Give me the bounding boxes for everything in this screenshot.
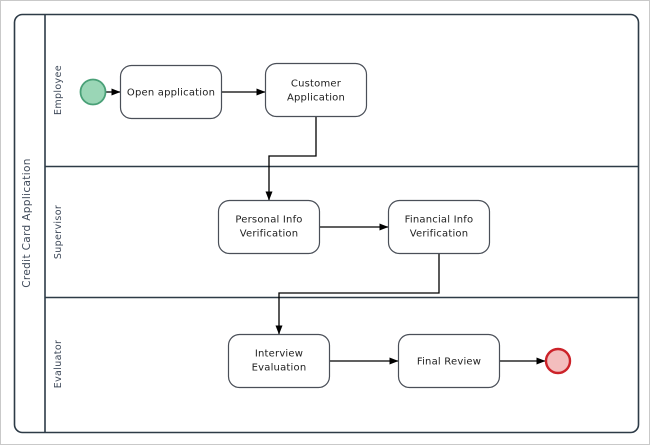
lane-evaluator[interactable]: Evaluator [53, 340, 64, 389]
task-financial-info-verification-label-line-2: Verification [410, 229, 469, 240]
task-customer-application[interactable]: Customer Application [264, 62, 368, 118]
task-final-review[interactable]: Final Review [397, 333, 501, 389]
task-final-review-label-line-1: Final Review [417, 357, 481, 368]
flow-customer-to-personal[interactable] [265, 116, 317, 201]
flow-financial-to-interview[interactable] [275, 253, 440, 335]
task-personal-info-verification-box[interactable] [217, 199, 321, 255]
task-customer-application-label-line-2: Application [287, 93, 345, 104]
task-final-review-box[interactable] [397, 333, 501, 389]
lane-employee[interactable]: Employee [53, 65, 64, 115]
task-open-application-label-line-1: Open application [127, 88, 215, 99]
lane-label-supervisor: Supervisor [53, 205, 64, 259]
task-interview-evaluation[interactable]: Interview Evaluation [227, 333, 331, 389]
sequence-flows [105, 88, 546, 365]
task-customer-application-label-line-1: Customer [291, 79, 342, 90]
pool-label: Credit Card Application [21, 158, 33, 288]
task-interview-evaluation-label-line-2: Evaluation [252, 363, 307, 374]
start-event[interactable] [79, 78, 107, 106]
task-customer-application-box[interactable] [264, 62, 368, 118]
task-personal-info-verification-label-line-1: Personal Info [235, 215, 302, 226]
task-personal-info-verification-label-line-2: Verification [240, 229, 299, 240]
lane-dividers [45, 165, 638, 299]
end-event[interactable] [544, 347, 572, 375]
lane-supervisor[interactable]: Supervisor [53, 205, 64, 259]
task-financial-info-verification[interactable]: Financial Info Verification [387, 199, 491, 255]
start-event-circle[interactable] [79, 78, 107, 106]
task-open-application[interactable]: Open application [119, 64, 223, 120]
end-event-circle[interactable] [544, 347, 572, 375]
task-financial-info-verification-box[interactable] [387, 199, 491, 255]
task-open-application-box[interactable] [119, 64, 223, 120]
task-interview-evaluation-label-line-1: Interview [255, 349, 303, 360]
lane-label-employee: Employee [53, 65, 64, 115]
task-financial-info-verification-label-line-1: Financial Info [405, 215, 474, 226]
lane-label-evaluator: Evaluator [53, 340, 64, 389]
task-personal-info-verification[interactable]: Personal Info Verification [217, 199, 321, 255]
task-interview-evaluation-box[interactable] [227, 333, 331, 389]
